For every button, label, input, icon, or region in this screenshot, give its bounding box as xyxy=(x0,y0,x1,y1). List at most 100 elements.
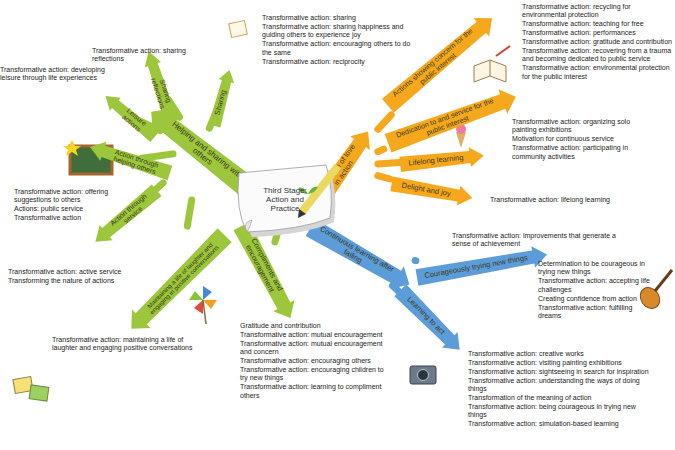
leaf-text: Transformative action: recovering from a… xyxy=(522,47,674,64)
leaf-text-group: Transformative action: developing leisur… xyxy=(0,66,118,83)
branch-arrow-fill xyxy=(390,174,474,208)
branch-arrow: Action through helping others xyxy=(87,138,173,183)
branch-connector xyxy=(230,168,258,185)
branch-label-text: Learning to act xyxy=(405,295,446,336)
branch-arrow-fill xyxy=(310,125,378,208)
branch-arrow: Lifelong learning xyxy=(399,146,485,175)
leaf-text: Transformative action: teaching for free xyxy=(522,20,674,28)
pinwheel-blade xyxy=(203,286,212,300)
leaf-text-group: Transformative action: maintaining a lif… xyxy=(52,336,197,353)
branch-arrow-fill xyxy=(140,48,179,124)
branch-label-text: Delight and joy xyxy=(401,182,451,198)
branch-arrow: Sharing reflections xyxy=(140,48,179,124)
frames-icon xyxy=(13,377,49,402)
branch-connector xyxy=(142,122,160,131)
branch-arrow-fill xyxy=(87,138,173,183)
branch-label-text: Actions showing concern for the public i… xyxy=(386,23,485,109)
note-icon xyxy=(229,20,248,37)
pinwheel-blade xyxy=(189,291,203,300)
pencil xyxy=(302,166,338,212)
leaf-text: Transformative action: lifelong learning xyxy=(490,196,640,204)
leaf-text: Transformative action: gratitude and con… xyxy=(522,38,674,46)
pinwheel-stick xyxy=(203,300,206,324)
branch-arrow-fill xyxy=(142,100,258,200)
branch-arrow-fill xyxy=(415,244,549,289)
branch-label: Action through helping others xyxy=(87,138,173,183)
leaf-text: Transformative action: encouraging other… xyxy=(240,357,392,365)
leaf-text-group: Transformative action: creative worksTra… xyxy=(468,350,654,429)
leaf-text: Transformative action: active service xyxy=(8,268,138,276)
leaf-text-group: Gratitude and contributionTransformative… xyxy=(240,322,392,401)
leaf-text: Transformative action: sharing happiness… xyxy=(262,23,412,40)
branch-connector xyxy=(378,149,384,152)
brush-icon xyxy=(496,46,510,56)
branch-label: Sharing xyxy=(207,68,237,128)
leaf-text: Transformative action: offering suggesti… xyxy=(14,188,120,205)
branch-label: Continuous learning after failing xyxy=(304,216,416,296)
pinwheel-blade xyxy=(203,300,217,309)
branch-label-text: Compliments and encouragement xyxy=(237,226,290,308)
leaf-text: Transformative action: maintaining a lif… xyxy=(52,336,197,353)
pinwheel-blade xyxy=(194,300,203,314)
leaf-text: Transformative action: organizing solo p… xyxy=(512,118,638,135)
leaf-text: Transformative action: sharing reflectio… xyxy=(92,47,212,64)
branch-arrow-fill xyxy=(304,216,416,296)
leaf-text: Transformative action: reciprocity xyxy=(262,58,412,66)
leaf-text: Transformative action: recycling for env… xyxy=(522,3,674,20)
leaf-text: Transformative action xyxy=(14,214,120,222)
guitar-icon xyxy=(636,270,672,312)
leaf-text: Transforming the nature of actions xyxy=(8,277,138,285)
branch-arrow: Delight and joy xyxy=(390,174,474,208)
branch-label-text: Leisure actions xyxy=(112,99,156,139)
note-paper xyxy=(229,20,248,37)
branch-label-text: Sharing xyxy=(214,89,228,116)
guitar-neck xyxy=(655,270,672,291)
leaf-text-group: Transformative action: improvements that… xyxy=(452,232,632,249)
branch-arrow: Continuous learning after failing xyxy=(304,216,416,296)
leaf-text: Transformative action: mutual encouragem… xyxy=(240,331,392,339)
branch-label-text: Courageously trying new things xyxy=(424,254,528,280)
branch-arrow-fill xyxy=(384,85,521,156)
leaf-text: Transformation of the meaning of action xyxy=(468,394,654,402)
branch-label-text: Sharing reflections xyxy=(147,64,178,120)
leaf-text: Transformative action: being courageous … xyxy=(468,403,654,420)
paper-curl xyxy=(245,220,252,232)
central-topic-text: Third Stage: Action and Practice xyxy=(254,186,316,214)
leaf-text-group: Determination to be courageous in trying… xyxy=(538,260,654,321)
branch-arrow: Maintaining a life of laughter and engag… xyxy=(122,226,234,338)
branch-label: Learning to act xyxy=(393,283,468,358)
branch-connector xyxy=(275,221,281,243)
branch-arrow-fill xyxy=(393,283,468,358)
branch-label: Delight and joy xyxy=(390,174,474,208)
leaf-text: Transformative action: environmental pro… xyxy=(522,64,674,81)
guitar-body xyxy=(636,284,663,312)
branch-label: Sharing reflections xyxy=(140,48,179,124)
book-spine xyxy=(490,60,491,76)
camera-body xyxy=(410,366,436,384)
branch-arrow: Leisure actions xyxy=(100,89,160,143)
branch-arrow: Sharing xyxy=(207,68,237,128)
central-topic: Third Stage: Action and Practice xyxy=(230,160,344,242)
leaf-text: Transformative action: simulation-based … xyxy=(468,420,654,428)
leaf-text: Transformative action: learning to compl… xyxy=(240,383,392,400)
branch-arrow-fill xyxy=(122,226,234,338)
leaf-text: Transformative action: fulfilling dreams xyxy=(538,304,654,321)
leaf-text-group: Transformative action: recycling for env… xyxy=(522,3,674,82)
leaf-text: Transformative action: encouraging other… xyxy=(262,40,412,57)
branch-connector xyxy=(307,216,341,242)
leaf-text: Transformative action: encouraging child… xyxy=(240,366,392,383)
branch-arrow: Courageously trying new things xyxy=(415,244,549,289)
branch-connector xyxy=(169,100,180,117)
leaf-text: Transformative action: participating in … xyxy=(512,144,638,161)
leaf-text-group: Transformative action: lifelong learning xyxy=(490,196,640,205)
leaf-text: Actions: public service xyxy=(14,205,120,213)
branch-connector xyxy=(142,154,173,158)
leaf-text: Transformative action: performances xyxy=(522,29,674,37)
leaf-text: Transformative action: visiting painting… xyxy=(468,359,654,367)
branch-connector xyxy=(310,166,344,187)
branch-connector xyxy=(378,115,391,129)
leaf-text-group: Transformative action: sharing reflectio… xyxy=(92,47,212,64)
branch-arrow-fill xyxy=(231,220,301,323)
book-icon xyxy=(474,46,510,82)
